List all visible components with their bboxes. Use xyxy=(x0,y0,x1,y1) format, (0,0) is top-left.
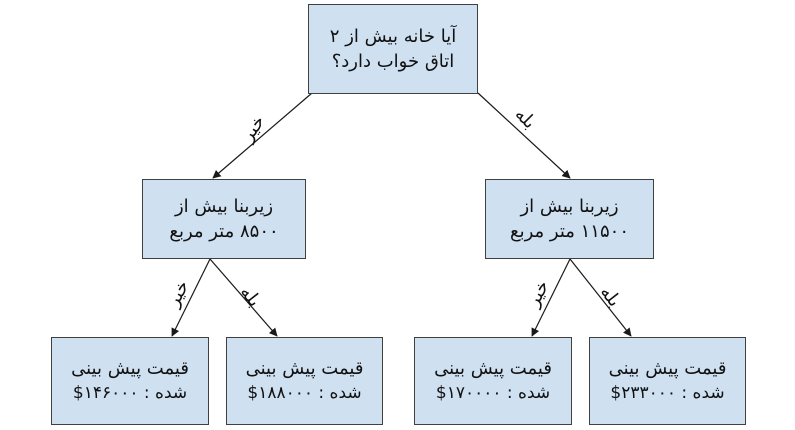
node-left: زیربنا بیش از ۸۵۰۰ متر مربع xyxy=(142,179,306,259)
edge-root-right xyxy=(477,92,571,179)
node-leaf-2: قیمت پیش بینی شده : ۱۸۸۰۰۰$ xyxy=(226,337,383,425)
node-leaf-3-line1: قیمت پیش بینی xyxy=(434,358,552,379)
node-leaf-1-line2: شده : ۱۴۶۰۰۰$ xyxy=(72,383,188,403)
edge-right-leaf4 xyxy=(569,258,632,337)
node-right-line2: ۱۱۵۰۰ متر مربع xyxy=(510,221,629,242)
node-leaf-2-line2: شده : ۱۸۸۰۰۰$ xyxy=(247,383,362,403)
edge-right-leaf3 xyxy=(531,258,571,337)
node-leaf-3: قیمت پیش بینی شده : ۱۷۰۰۰۰$ xyxy=(414,337,572,425)
node-leaf-4-line1: قیمت پیش بینی xyxy=(608,358,727,379)
node-leaf-1: قیمت پیش بینی شده : ۱۴۶۰۰۰$ xyxy=(51,337,209,425)
edge-root-left xyxy=(212,92,313,179)
edge-left-leaf2 xyxy=(209,258,278,337)
node-right: زیربنا بیش از ۱۱۵۰۰ متر مربع xyxy=(485,179,654,259)
node-root: آیا خانه بیش از ۲ اتاق خواب دارد؟ xyxy=(308,4,478,94)
node-leaf-4: قیمت پیش بینی شده : ۲۳۳۰۰۰$ xyxy=(589,337,746,425)
node-left-line1: زیربنا بیش از xyxy=(174,196,274,217)
node-right-line1: زیربنا بیش از xyxy=(520,196,619,217)
node-root-line2: اتاق خواب دارد؟ xyxy=(331,51,455,72)
node-left-line2: ۸۵۰۰ متر مربع xyxy=(169,221,279,242)
node-leaf-1-line1: قیمت پیش بینی xyxy=(71,358,189,379)
node-root-line1: آیا خانه بیش از ۲ xyxy=(329,26,457,47)
node-leaf-3-line2: شده : ۱۷۰۰۰۰$ xyxy=(435,383,551,403)
node-leaf-4-line2: شده : ۲۳۳۰۰۰$ xyxy=(610,383,725,403)
edge-left-leaf1 xyxy=(171,258,211,337)
node-leaf-2-line1: قیمت پیش بینی xyxy=(245,358,364,379)
